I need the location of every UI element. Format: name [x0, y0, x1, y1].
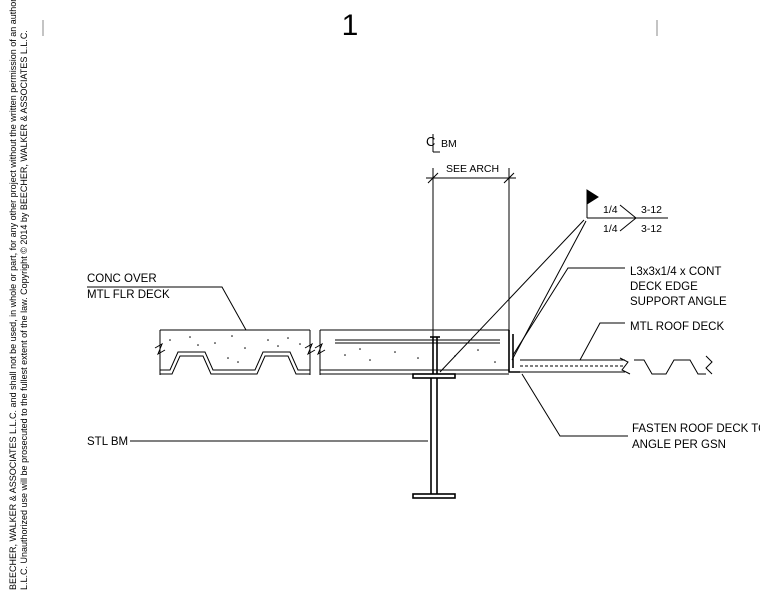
- weld-size-top: 1/4: [603, 204, 618, 216]
- concrete-floor-slab-right: [314, 329, 509, 375]
- svg-text:C: C: [426, 134, 435, 149]
- callout-concrete-deck: CONC OVER MTL FLR DECK: [87, 273, 247, 331]
- deck-edge-support-angle: [508, 330, 520, 373]
- dimension-label: SEE ARCH: [446, 163, 499, 175]
- callout-roof-deck: MTL ROOF DECK: [579, 321, 724, 361]
- conc-label-line-1: CONC OVER: [87, 273, 157, 285]
- detail-number: 1: [342, 9, 359, 42]
- weld-length-top: 3-12: [641, 204, 662, 216]
- centerline-label: BM: [441, 138, 457, 150]
- weld-symbol: 1/4 1/4 3-12 3-12: [439, 189, 668, 373]
- fasten-label-line-1: FASTEN ROOF DECK TO: [632, 423, 760, 435]
- callout-support-angle: L3x3x1/4 x CONT DECK EDGE SUPPORT ANGLE: [512, 266, 727, 356]
- copyright-line-1: BEECHER, WALKER & ASSOCIATES L.L.C. and …: [8, 0, 18, 590]
- angle-label-line-2: DECK EDGE: [630, 281, 698, 293]
- metal-roof-deck: [520, 355, 713, 375]
- weld-size-bottom: 1/4: [603, 223, 618, 235]
- copyright-notice: BEECHER, WALKER & ASSOCIATES L.L.C. and …: [8, 0, 29, 590]
- callout-steel-beam: STL BM: [87, 436, 428, 448]
- conc-label-line-2: MTL FLR DECK: [87, 289, 170, 301]
- steel-beam-label: STL BM: [87, 436, 128, 448]
- weld-length-bottom: 3-12: [641, 223, 662, 235]
- dimension-see-arch: SEE ARCH: [426, 163, 516, 355]
- fasten-label-line-2: ANGLE PER GSN: [632, 439, 726, 451]
- copyright-line-2: L.L.C. Unauthorized use will be prosecut…: [19, 30, 29, 590]
- roof-deck-label: MTL ROOF DECK: [630, 321, 724, 333]
- steel-beam: [412, 336, 456, 499]
- angle-label-line-1: L3x3x1/4 x CONT: [630, 266, 721, 278]
- concrete-floor-slab-left: [154, 329, 316, 375]
- centerline-symbol: C BM: [426, 134, 457, 153]
- angle-label-line-3: SUPPORT ANGLE: [630, 296, 727, 308]
- callout-fasten-roof-deck: FASTEN ROOF DECK TO ANGLE PER GSN: [521, 373, 760, 451]
